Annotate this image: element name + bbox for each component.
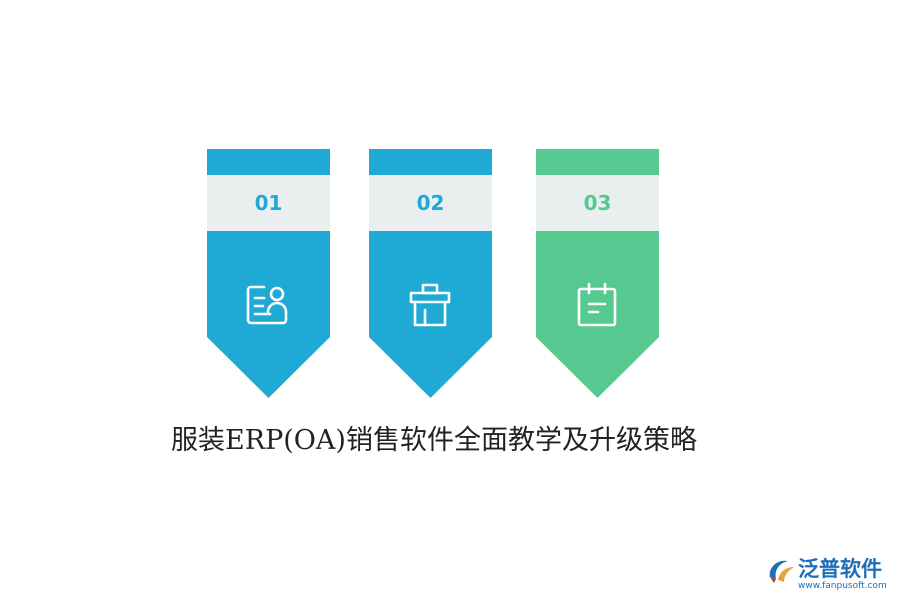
brand-url: www.fanpusoft.com xyxy=(798,581,887,591)
step-card-2-shape xyxy=(369,149,492,398)
brand-logo: 泛普软件 www.fanpusoft.com xyxy=(766,553,896,597)
brand-mark-icon xyxy=(769,560,794,583)
step-number-3: 03 xyxy=(583,191,612,215)
step-card-1-shape xyxy=(207,149,330,398)
step-card-3: 03 xyxy=(536,149,659,398)
resume-icon xyxy=(246,285,288,325)
step-card-1: 01 xyxy=(207,149,330,398)
calendar-icon xyxy=(577,282,617,327)
page-title: 服装ERP(OA)销售软件全面教学及升级策略 xyxy=(171,425,697,456)
shop-icon xyxy=(409,283,451,327)
step-card-2: 02 xyxy=(369,149,492,398)
brand-name: 泛普软件 xyxy=(798,557,882,581)
step-number-2: 02 xyxy=(416,191,445,215)
step-number-1: 01 xyxy=(254,191,283,215)
step-card-3-shape xyxy=(536,149,659,398)
